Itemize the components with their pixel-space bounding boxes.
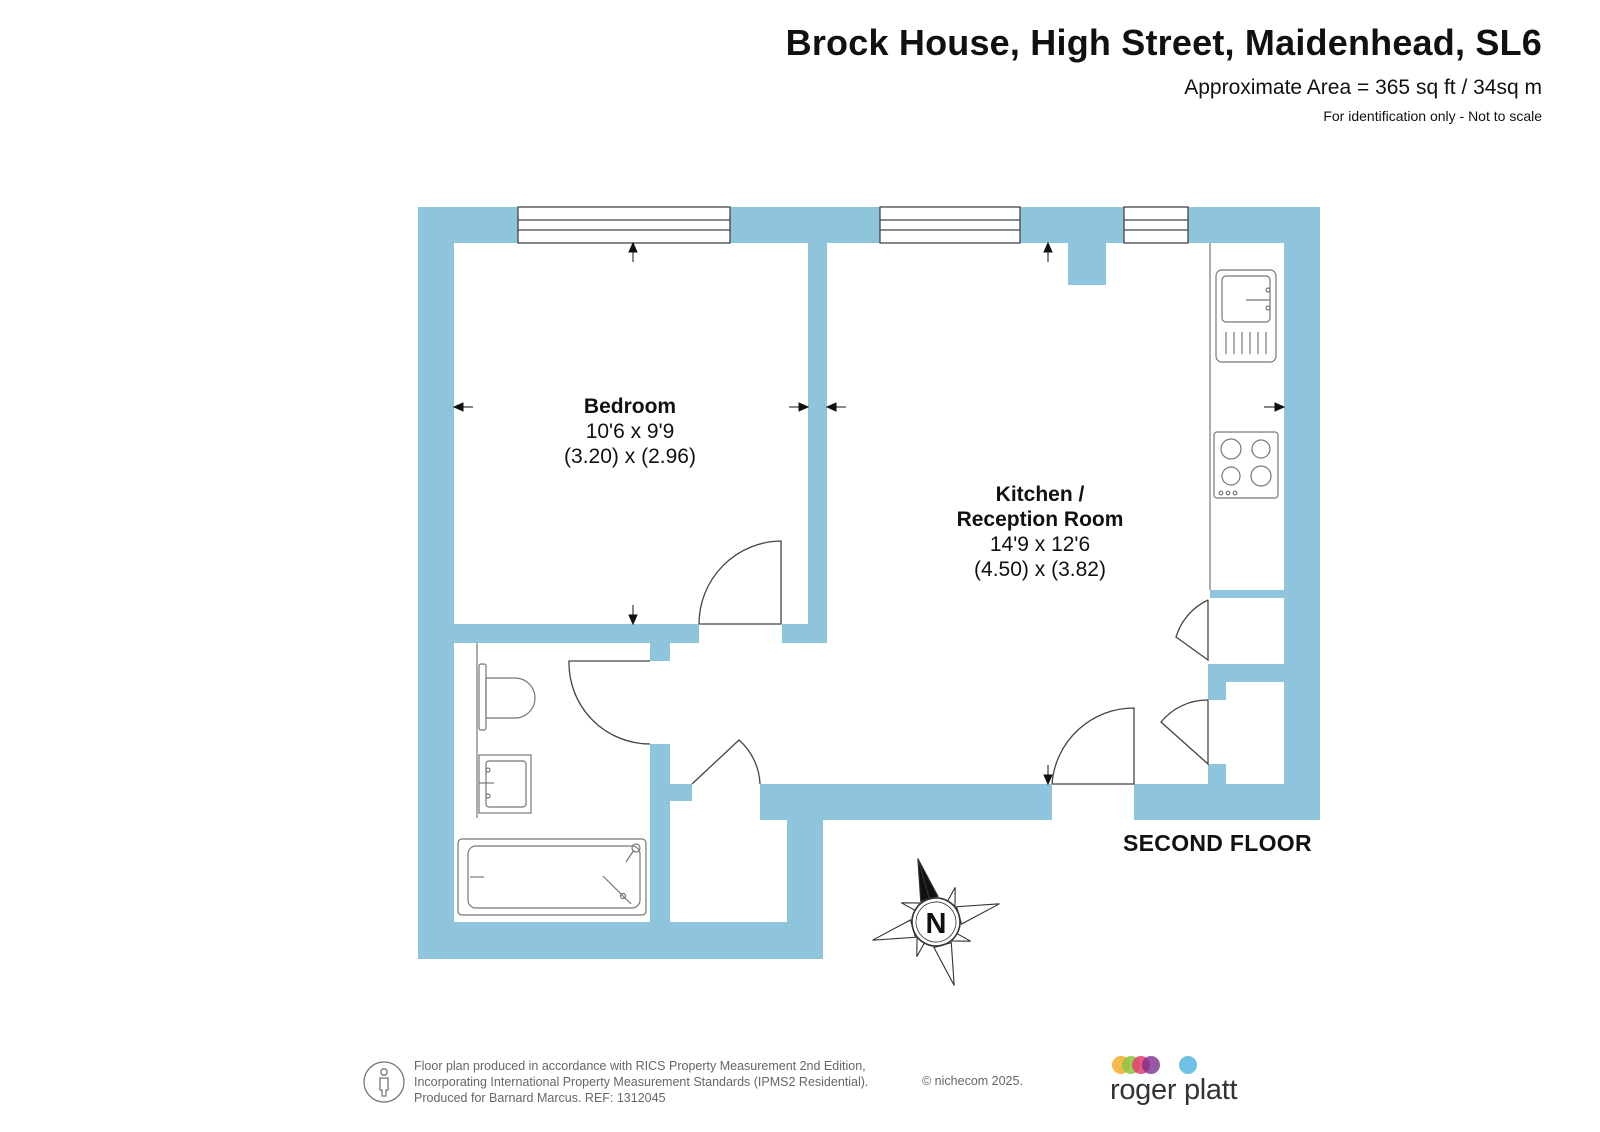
- compass-rose-icon: N: [872, 858, 1000, 986]
- wall-bottom-right: [1134, 784, 1320, 820]
- doors: [568, 540, 1209, 785]
- wall-top-pier: [1020, 207, 1124, 243]
- bathroom-fixtures: [457, 643, 647, 916]
- wall-bath-door-stub: [650, 643, 670, 661]
- wall-kitchen-counter-end: [1210, 590, 1284, 598]
- walls: [418, 207, 1320, 959]
- bedroom-label: Bedroom 10'6 x 9'9 (3.20) x (2.96): [520, 394, 740, 469]
- footer-line2: Incorporating International Property Mea…: [414, 1075, 869, 1089]
- kitchen-label: Kitchen / Reception Room 14'9 x 12'6 (4.…: [910, 482, 1170, 582]
- washbasin-icon: [478, 754, 532, 814]
- compass-letter: N: [926, 908, 947, 940]
- window-bedroom: [517, 206, 731, 244]
- windows: [517, 206, 1189, 244]
- wall-cupboard-stub: [670, 784, 692, 801]
- approximate-area: Approximate Area = 365 sq ft / 34sq m: [1184, 76, 1542, 99]
- plan-title: Brock House, High Street, Maidenhead, SL…: [785, 22, 1542, 63]
- scale-note: For identification only - Not to scale: [1323, 108, 1542, 124]
- kitchen-metric: (4.50) x (3.82): [974, 558, 1106, 581]
- arrow-kitchen-right: [1264, 402, 1286, 412]
- wall-bath-right-lower: [650, 744, 670, 922]
- wall-store-jamb-lower: [1208, 764, 1226, 784]
- arrow-kitchen-top: [1043, 241, 1053, 262]
- kitchen-worktop: [1209, 243, 1279, 590]
- wall-bottom-left: [418, 922, 823, 959]
- footer-notes: Floor plan produced in accordance with R…: [414, 1058, 868, 1106]
- window-kitchen-left: [879, 206, 1021, 244]
- wall-right: [1284, 207, 1320, 820]
- brand-dot: [1142, 1056, 1160, 1074]
- kitchen-imperial: 14'9 x 12'6: [989, 533, 1091, 556]
- wall-partition-stub: [782, 624, 827, 643]
- door-cupboard: [691, 739, 761, 785]
- arrow-bedroom-right: [789, 402, 810, 412]
- brand-dot: [1179, 1056, 1197, 1074]
- brand-name: roger platt: [1110, 1074, 1238, 1106]
- bedroom-metric: (3.20) x (2.96): [564, 445, 696, 468]
- bathtub-icon: [457, 838, 647, 916]
- hob-icon: [1213, 431, 1279, 499]
- wall-left: [418, 207, 454, 959]
- kitchen-name-line1: Kitchen /: [995, 483, 1085, 506]
- wall-partition-bedroom: [808, 243, 827, 643]
- arrow-bedroom-bottom: [628, 605, 638, 626]
- floor-label: SECOND FLOOR: [1123, 830, 1312, 856]
- door-entrance: [1051, 707, 1135, 785]
- wall-store-divider: [1208, 664, 1284, 682]
- arrow-kitchen-bottom: [1043, 765, 1053, 786]
- wall-bedroom-bottom: [454, 624, 699, 643]
- arrow-bedroom-left: [452, 402, 473, 412]
- door-store-lower: [1160, 699, 1209, 766]
- sink-icon: [1215, 269, 1277, 363]
- kitchen-name-line2: Reception Room: [956, 508, 1124, 531]
- copyright: © nichecom 2025.: [922, 1074, 1023, 1088]
- brand-logo-dots: [1112, 1056, 1197, 1074]
- arrow-kitchen-left: [825, 402, 846, 412]
- dimension-arrows: [452, 241, 1286, 786]
- wall-store-jamb-upper: [1208, 682, 1226, 700]
- footer-line1: Floor plan produced in accordance with R…: [414, 1059, 866, 1073]
- window-kitchen-right: [1123, 206, 1189, 244]
- door-store-upper: [1175, 599, 1209, 662]
- arrow-bedroom-top: [628, 241, 638, 262]
- wall-chimney: [1068, 243, 1106, 285]
- door-bathroom: [568, 660, 651, 745]
- bedroom-name: Bedroom: [583, 395, 677, 418]
- person-info-icon: [363, 1061, 405, 1103]
- footer-line3: Produced for Barnard Marcus. REF: 131204…: [414, 1091, 666, 1105]
- wall-top-mid: [730, 207, 880, 243]
- door-bedroom: [698, 540, 782, 625]
- bedroom-imperial: 10'6 x 9'9: [585, 420, 675, 443]
- toilet-icon: [478, 663, 536, 731]
